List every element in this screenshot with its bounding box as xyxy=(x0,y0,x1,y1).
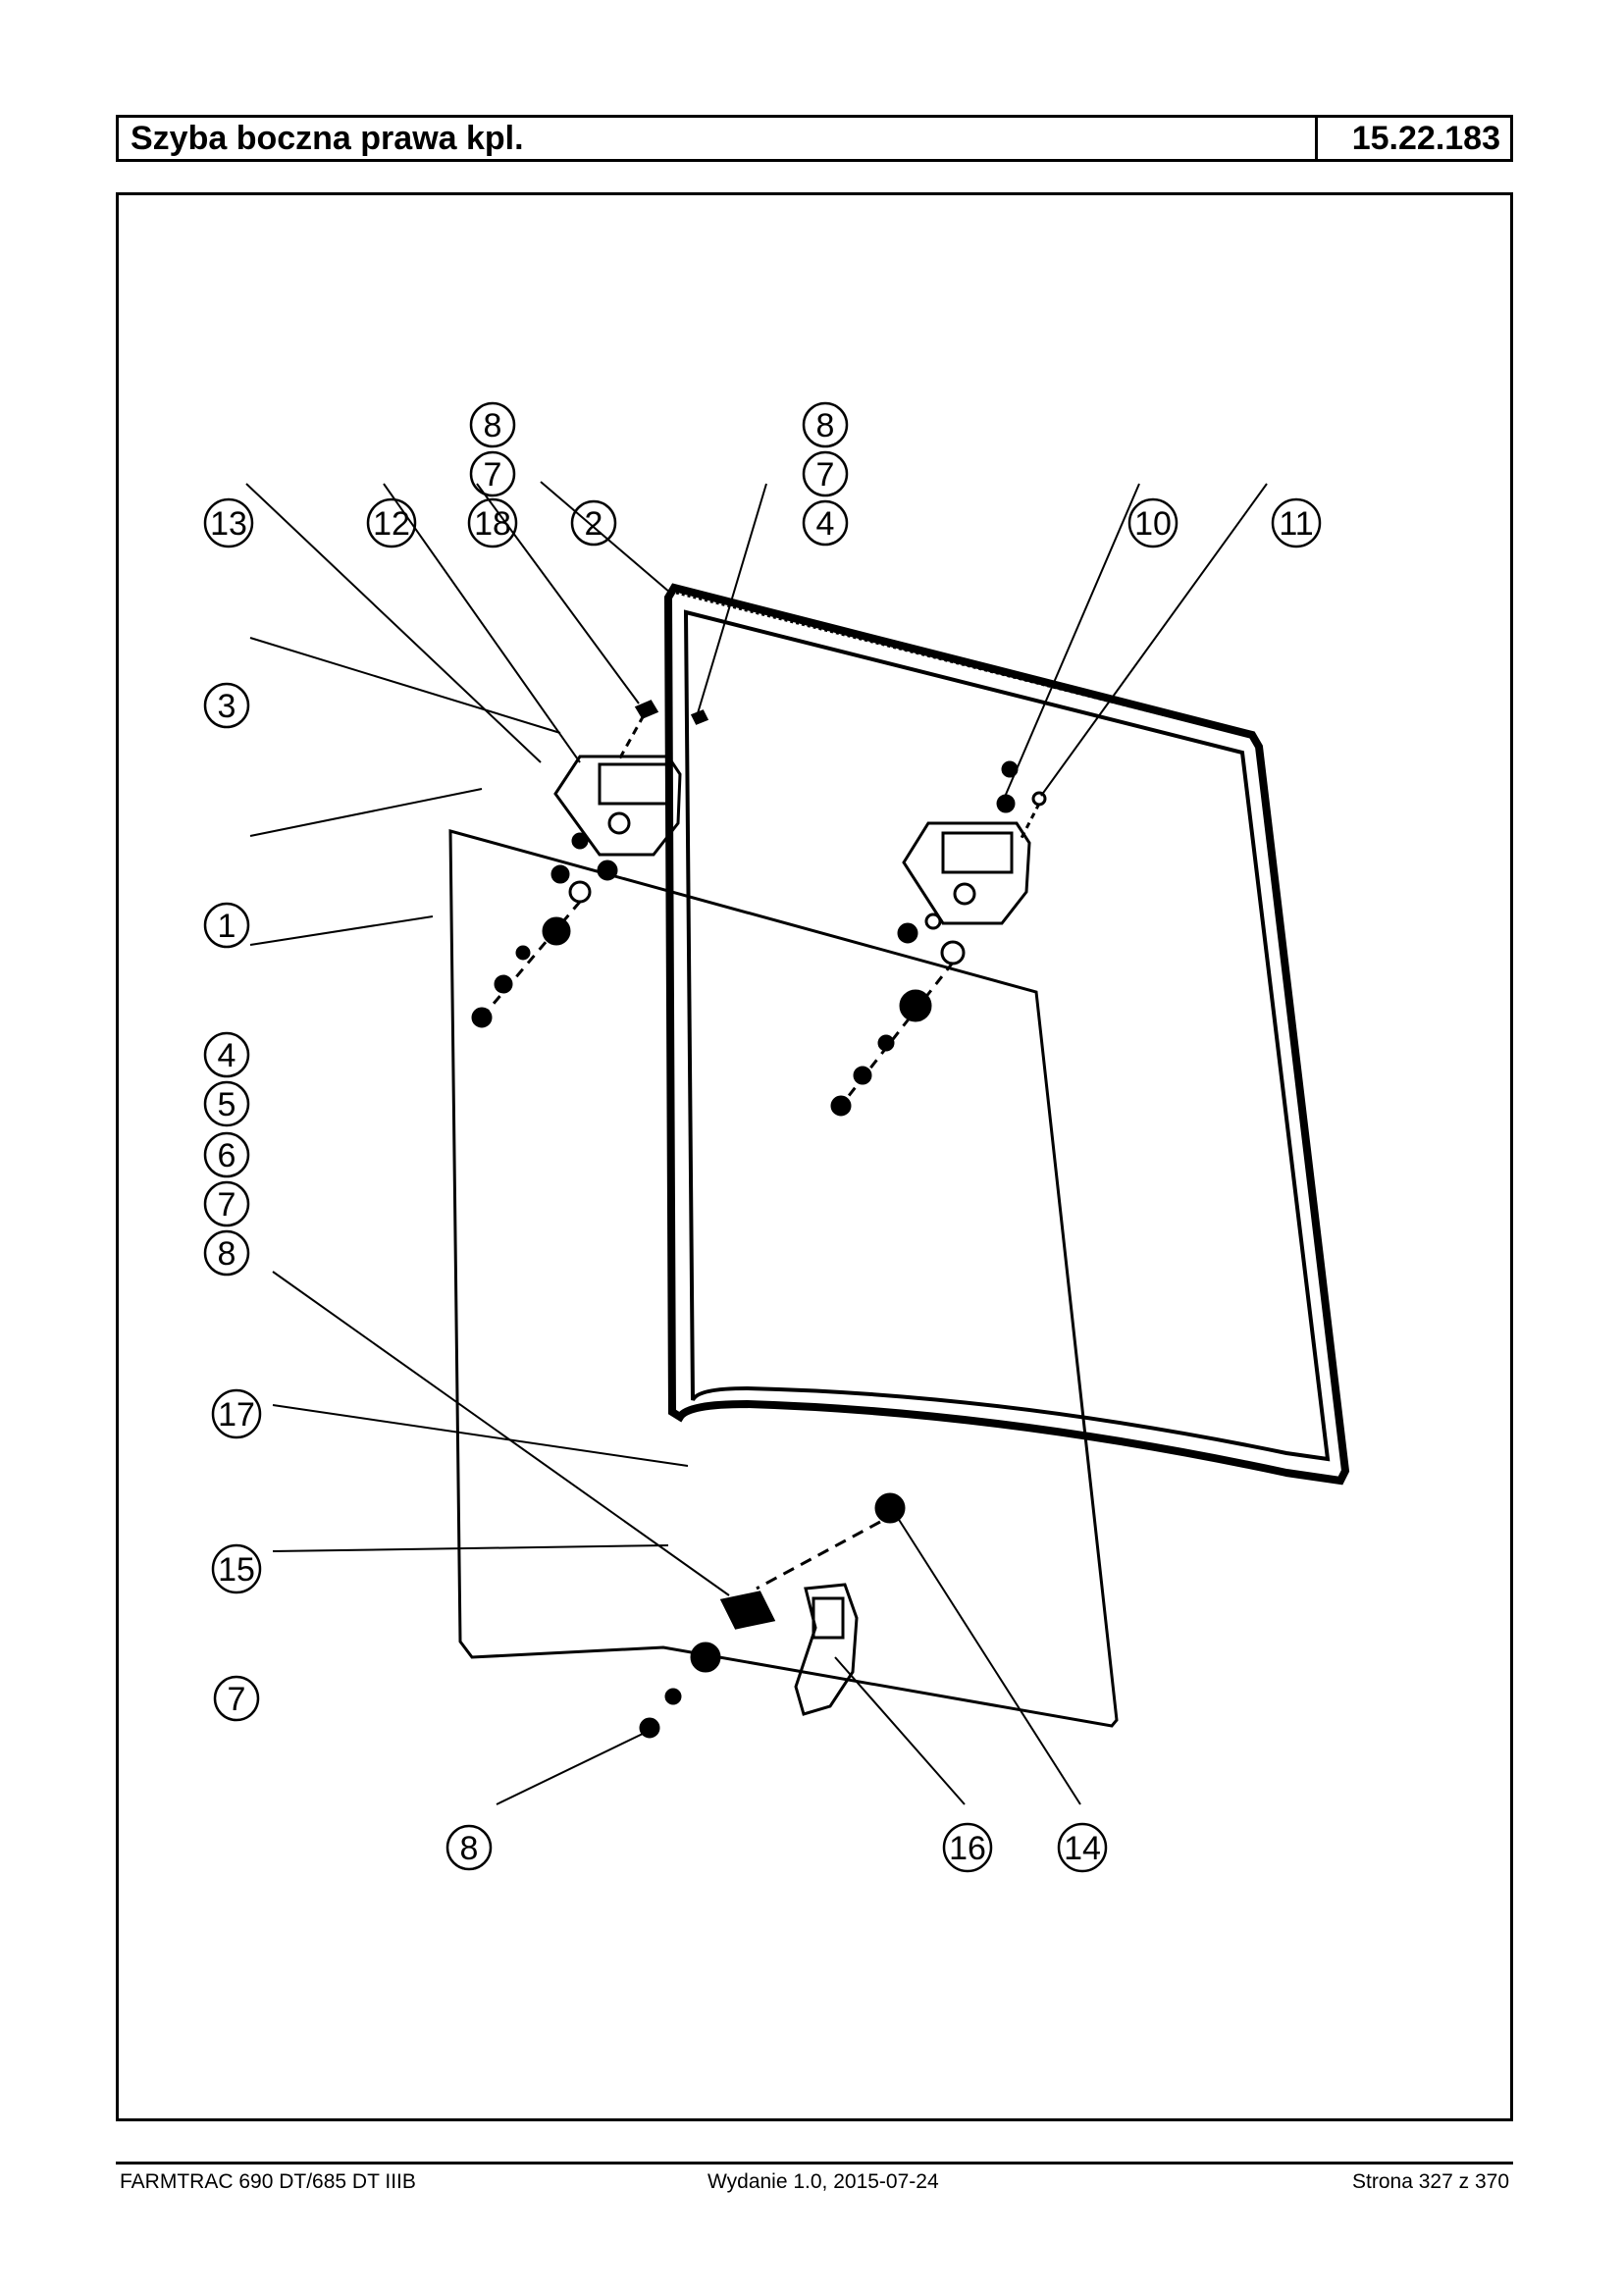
callout-4: 4 xyxy=(203,1031,250,1078)
callout-14: 14 xyxy=(1057,1822,1108,1873)
part-number: 15.22.183 xyxy=(1351,120,1500,157)
svg-text:4: 4 xyxy=(218,1037,236,1074)
callout-7: 7 xyxy=(203,1180,250,1227)
callout-7-lower: 7 xyxy=(213,1675,260,1722)
callout-12: 12 xyxy=(366,497,417,548)
svg-text:13: 13 xyxy=(210,505,247,543)
callout-13: 13 xyxy=(203,497,254,548)
svg-text:1: 1 xyxy=(218,908,236,945)
svg-text:4: 4 xyxy=(816,505,835,543)
callout-15: 15 xyxy=(211,1543,262,1594)
callout-3: 3 xyxy=(203,682,250,729)
footer-edition: Wydanie 1.0, 2015-07-24 xyxy=(707,2170,939,2193)
drawing-frame: 8 7 8 7 13 12 18 2 4 xyxy=(116,192,1513,2121)
callout-7-upper-left: 7 xyxy=(469,450,516,497)
callout-8: 8 xyxy=(203,1229,250,1277)
leader-lines xyxy=(245,481,1268,1805)
callout-1: 1 xyxy=(203,902,250,949)
title-block: Szyba boczna prawa kpl. 15.22.183 xyxy=(116,115,1513,162)
svg-text:11: 11 xyxy=(1279,505,1313,543)
svg-text:3: 3 xyxy=(218,688,236,725)
svg-text:10: 10 xyxy=(1134,505,1172,543)
glass-pane xyxy=(448,829,1119,1728)
callout-8-lower: 8 xyxy=(445,1824,493,1871)
footer-rule xyxy=(116,2162,1513,2165)
footer-model: FARMTRAC 690 DT/685 DT IIIB xyxy=(120,2170,416,2193)
svg-text:16: 16 xyxy=(949,1830,986,1867)
callout-11: 11 xyxy=(1271,497,1322,548)
svg-text:15: 15 xyxy=(218,1551,255,1589)
svg-text:8: 8 xyxy=(816,407,835,444)
callout-5: 5 xyxy=(203,1080,250,1127)
callout-18: 18 xyxy=(467,497,518,548)
callout-10: 10 xyxy=(1127,497,1179,548)
svg-text:8: 8 xyxy=(484,407,502,444)
hinge-upper-left xyxy=(471,700,709,1028)
callout-7-upper-mid: 7 xyxy=(802,450,849,497)
callout-balloons: 8 7 8 7 13 12 18 2 4 xyxy=(203,401,1322,1873)
callout-2: 2 xyxy=(570,499,617,547)
svg-text:2: 2 xyxy=(585,505,603,543)
callout-8-upper-left: 8 xyxy=(469,401,516,448)
svg-text:7: 7 xyxy=(228,1681,246,1718)
callout-17: 17 xyxy=(211,1388,262,1439)
svg-text:12: 12 xyxy=(373,505,410,543)
svg-text:7: 7 xyxy=(218,1186,236,1224)
exploded-view-drawing: 8 7 8 7 13 12 18 2 4 xyxy=(203,401,1350,1873)
page-title: Szyba boczna prawa kpl. xyxy=(119,118,1318,159)
footer-page-number: Strona 327 z 370 xyxy=(1352,2170,1509,2193)
callout-8-upper-mid: 8 xyxy=(802,401,849,448)
svg-text:8: 8 xyxy=(460,1830,479,1867)
svg-text:5: 5 xyxy=(218,1086,236,1123)
latch-lower xyxy=(639,1492,906,1739)
callout-16: 16 xyxy=(942,1822,993,1873)
svg-text:17: 17 xyxy=(218,1396,255,1434)
svg-text:18: 18 xyxy=(474,505,511,543)
svg-text:7: 7 xyxy=(484,456,502,494)
hinge-upper-right xyxy=(830,760,1047,1117)
svg-text:6: 6 xyxy=(218,1137,236,1174)
glass-seal-frame xyxy=(663,583,1350,1486)
svg-text:8: 8 xyxy=(218,1235,236,1273)
callout-4-upper: 4 xyxy=(802,499,849,547)
callout-6: 6 xyxy=(203,1131,250,1178)
svg-text:14: 14 xyxy=(1064,1830,1101,1867)
svg-text:7: 7 xyxy=(816,456,835,494)
